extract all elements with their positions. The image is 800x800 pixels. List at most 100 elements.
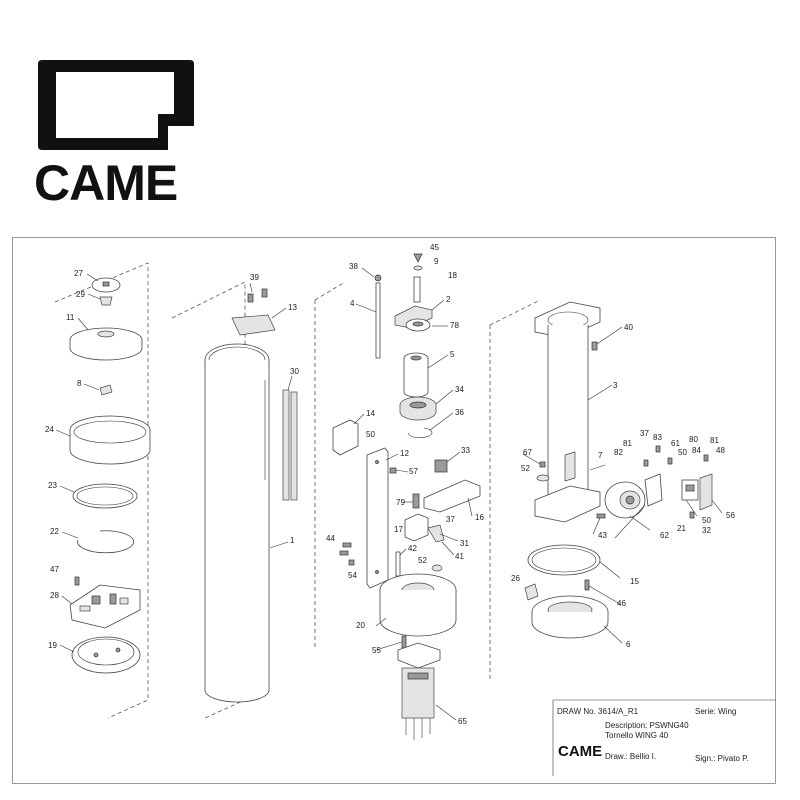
callout-9: 9 [434, 257, 439, 266]
part-6-base-plate [531, 595, 609, 639]
callout-30: 30 [290, 367, 299, 376]
callout-57: 57 [409, 467, 418, 476]
part-12-channel [366, 447, 389, 589]
part-7-pin [589, 464, 606, 471]
part-56-plate [699, 473, 713, 511]
callout-11: 11 [66, 313, 75, 322]
callout-39: 39 [250, 273, 259, 282]
callout-15: 15 [630, 577, 639, 586]
part-36-circlip [407, 427, 433, 438]
description-name: Tornello WING 40 [605, 731, 669, 740]
callout-34: 34 [455, 385, 464, 394]
callout-27: 27 [74, 269, 83, 278]
part-65-motor [397, 642, 441, 740]
callout-26: 26 [511, 574, 520, 583]
callout-22: 22 [50, 527, 59, 536]
part-5-hub [403, 352, 429, 398]
callout-50-right-bottom: 50 [702, 516, 711, 525]
callout-21: 21 [677, 524, 686, 533]
callout-56: 56 [726, 511, 735, 520]
callout-38: 38 [349, 262, 358, 271]
part-3-column [534, 301, 601, 523]
part-67-screw [539, 461, 546, 468]
callout-33: 33 [461, 446, 470, 455]
callout-47: 47 [50, 565, 59, 574]
part-14-plate [332, 419, 359, 456]
part-79-stud [412, 493, 420, 509]
part-52-washer-right [536, 474, 550, 482]
callout-50: 50 [366, 430, 375, 439]
callout-48: 48 [716, 446, 725, 455]
callout-16: 16 [475, 513, 484, 522]
callout-24: 24 [45, 425, 54, 434]
callout-19: 19 [48, 641, 57, 650]
part-26-bracket [524, 583, 539, 601]
callout-40: 40 [624, 323, 633, 332]
part-42-bolt [395, 551, 401, 577]
part-1-tube [204, 343, 270, 703]
signed-by: Sign.: Pivato P. [695, 754, 749, 763]
callout-2: 2 [446, 295, 451, 304]
part-46-pin [584, 579, 590, 591]
part-24-ring [69, 415, 151, 465]
callout-17: 17 [394, 525, 403, 534]
part-22-split-ring [77, 530, 134, 554]
callout-44: 44 [326, 534, 335, 543]
part-15-ring [527, 544, 601, 576]
callout-36: 36 [455, 408, 464, 417]
callout-1: 1 [290, 536, 295, 545]
callout-80: 80 [689, 435, 698, 444]
callout-45: 45 [430, 243, 439, 252]
callout-67: 67 [523, 448, 532, 457]
part-8-clip [99, 384, 113, 396]
callout-numbers: 27 29 11 8 24 23 22 47 28 19 39 13 30 1 … [45, 243, 735, 726]
callout-5: 5 [450, 350, 455, 359]
callout-84: 84 [692, 446, 701, 455]
brand-name: CAME [34, 155, 178, 211]
callout-82: 82 [614, 448, 623, 457]
part-34-bearing [399, 396, 437, 421]
callout-42: 42 [408, 544, 417, 553]
callout-79: 79 [396, 498, 405, 507]
part-27-cap [91, 277, 121, 293]
callout-20: 20 [356, 621, 365, 630]
part-38-rod [374, 274, 382, 359]
callout-81-left: 81 [623, 439, 632, 448]
series-label: Serie: Wing [695, 707, 737, 716]
part-43-bolt [596, 513, 606, 519]
part-13-bracket [231, 314, 276, 336]
part-30-strips [282, 389, 298, 501]
part-2-lever [394, 305, 433, 329]
callout-61: 61 [671, 439, 680, 448]
part-21-arm [644, 473, 663, 507]
part-45-screw [413, 253, 423, 263]
drawn-by: Draw.: Bellio I. [605, 752, 657, 761]
part-55-key [401, 635, 407, 649]
part-11-cover [69, 327, 143, 361]
callout-52-right: 52 [521, 464, 530, 473]
part-9-washer [413, 265, 423, 271]
title-block-lines [552, 699, 776, 776]
part-31-elbow [427, 524, 445, 543]
diagram-frame [12, 237, 776, 784]
callout-32: 32 [702, 526, 711, 535]
callout-7: 7 [598, 451, 603, 460]
callout-37: 37 [446, 515, 455, 524]
callout-37-right: 37 [640, 429, 649, 438]
part-18-pin [413, 276, 421, 303]
description-label: Description: PSWNG40 [605, 721, 689, 730]
callout-43: 43 [598, 531, 607, 540]
callout-14: 14 [366, 409, 375, 418]
draw-number: DRAW No. 3614/A_R1 [557, 707, 639, 716]
callout-65: 65 [458, 717, 467, 726]
part-40-screw [591, 341, 598, 351]
part-17-block [404, 513, 429, 542]
callout-31: 31 [460, 539, 469, 548]
part-39-screws [247, 288, 268, 303]
part-20-gear-housing [379, 573, 457, 637]
part-19-base [71, 636, 141, 674]
title-block-logo: CAME [558, 743, 603, 760]
came-logo-mark [38, 60, 194, 150]
part-57-screw [389, 467, 397, 474]
